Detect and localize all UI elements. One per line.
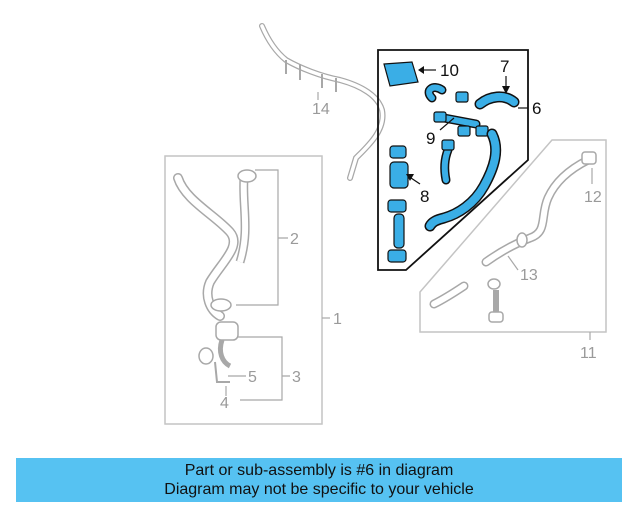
part-8-tube [393,213,405,249]
clamp-e [441,139,455,151]
callout-8: 8 [420,187,429,206]
arrowhead-8 [406,174,414,181]
lower-clamp [516,232,528,248]
leader-2 [236,169,288,306]
part-small-hose-fill [426,84,445,101]
callout-6: 6 [532,99,541,118]
callout-1: 1 [333,311,342,328]
callout-10: 10 [440,61,459,80]
group-box-11 [419,139,607,333]
banner-line-1: Part or sub-assembly is #6 in diagram [184,462,454,479]
callout-12: 12 [584,189,602,206]
engine-cooling-group: 1 2 3 4 5 [164,155,342,425]
clamp-c [457,125,471,137]
callout-4: 4 [220,395,229,412]
arrowhead-7 [502,86,510,94]
part-8-valve-body [389,161,409,189]
callout-3: 3 [292,369,301,386]
filler-cap [237,169,257,183]
info-banner: Part or sub-assembly is #6 in diagram Di… [16,458,622,502]
filler-pipe-inner [174,174,238,320]
hose-clamp-2 [210,298,232,312]
leader-13 [507,255,519,271]
part-8-cap-bottom [387,249,407,263]
part-drop-hose-fill [441,147,451,183]
lower-hose-long-inner [483,157,591,265]
wire-harness-group: 14 [259,23,386,181]
leader-3 [238,336,290,401]
callout-14: 14 [312,101,330,118]
part-8-clamp [387,199,407,213]
callout-13: 13 [520,267,538,284]
lower-tee [487,278,501,290]
lower-hose-long [481,155,593,267]
lower-hose-short-inner [431,283,467,307]
lower-drain-cap [488,311,504,323]
callout-11: 11 [580,345,597,362]
fitting-tube [217,339,232,369]
banner-line-2: Diagram may not be specific to your vehi… [164,481,474,498]
clamp-a [455,91,469,103]
arrow-9 [439,117,455,131]
o-ring-3 [198,347,214,365]
parts-diagram: 1 2 3 4 5 14 11 12 13 1 [164,23,607,425]
callout-2: 2 [290,231,299,248]
clamp-d [475,125,489,137]
callout-9: 9 [426,129,435,148]
lower-connector [581,151,597,165]
elbow-fitting [215,321,239,341]
part-7-connector-fill [476,93,518,108]
upper-pipe-inner [237,177,249,263]
part-6-main-hose-fill [426,130,500,230]
part-10-gasket [383,61,419,87]
group-box-6 [377,49,529,271]
arrowhead-10 [418,66,424,74]
lower-hose-group: 11 12 13 [419,139,607,362]
part-8-cap-top [389,145,407,159]
group-box-1 [164,155,323,425]
callout-7: 7 [500,57,509,76]
harness-branches [285,60,337,92]
callout-5: 5 [248,369,257,386]
clamp-b [433,111,447,123]
clamp-5 [214,361,230,383]
part-tee-pipe-fill [441,115,479,127]
highlighted-hose-group: 10 7 6 9 8 [377,49,541,271]
